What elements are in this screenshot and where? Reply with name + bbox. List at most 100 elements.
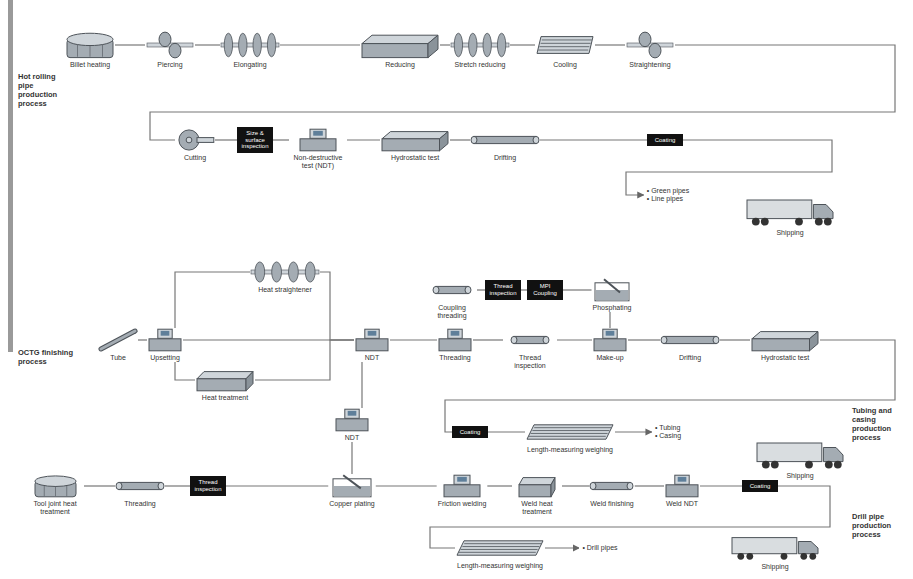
process-step: Shipping bbox=[730, 535, 820, 571]
process-step: Tool joint heat treatment bbox=[26, 474, 84, 516]
flow-line bbox=[563, 289, 592, 290]
process-step: Elongating bbox=[220, 31, 280, 69]
tube-illustration bbox=[98, 328, 138, 352]
roll-illustration bbox=[625, 31, 675, 59]
step-label: Non-destructive test (NDT) bbox=[289, 154, 347, 170]
inspection-box: Thread inspection bbox=[190, 476, 226, 495]
process-step: Phosphating bbox=[592, 278, 633, 312]
step-label: Heat treatment bbox=[201, 394, 249, 402]
step-label: Weld finishing bbox=[589, 500, 634, 508]
process-step: Straightening bbox=[625, 31, 675, 69]
process-step: Billet heating bbox=[65, 31, 115, 69]
process-step: Hydrostatic test bbox=[380, 128, 450, 162]
pipe-illustration bbox=[589, 474, 634, 498]
process-step: Weld NDT bbox=[664, 474, 700, 508]
block-illustration bbox=[380, 128, 450, 152]
flow-line bbox=[273, 139, 289, 140]
machine-illustration bbox=[334, 408, 370, 432]
process-step: Thread inspection bbox=[503, 328, 557, 370]
step-label: Shipping bbox=[760, 563, 789, 571]
step-label: Coating bbox=[749, 483, 772, 490]
flow-line bbox=[545, 547, 579, 548]
tank-illustration bbox=[592, 278, 632, 302]
flow-line bbox=[175, 362, 195, 380]
step-label: Make-up bbox=[595, 354, 624, 362]
step-label: • Green pipes bbox=[646, 187, 691, 195]
rack-illustration bbox=[455, 536, 545, 560]
step-label: Coating bbox=[654, 137, 677, 144]
inspection-box: MPI Coupling bbox=[527, 280, 563, 299]
flow-line bbox=[510, 44, 535, 45]
machine-illustration bbox=[298, 128, 338, 152]
flow-line bbox=[351, 442, 352, 474]
block-illustration bbox=[750, 328, 820, 352]
step-label: Coupling threading bbox=[427, 304, 477, 320]
process-step: NDT bbox=[354, 328, 390, 362]
rack-illustration bbox=[525, 420, 615, 444]
flow-line bbox=[626, 140, 832, 195]
flow-line bbox=[115, 44, 145, 45]
inspection-box: Coating bbox=[452, 426, 488, 439]
step-label: Shipping bbox=[785, 472, 814, 480]
rack-illustration bbox=[535, 31, 595, 59]
step-label: Piercing bbox=[156, 61, 183, 69]
flow-line bbox=[84, 485, 115, 486]
step-label: • Casing bbox=[654, 432, 682, 440]
process-step: Threading bbox=[115, 474, 165, 508]
step-label: Shipping bbox=[775, 229, 804, 237]
truck-illustration bbox=[745, 197, 835, 227]
flow-line bbox=[280, 44, 360, 45]
flow-line bbox=[320, 272, 354, 340]
process-step: Heat straightener bbox=[250, 260, 320, 294]
process-step: Piercing bbox=[145, 31, 195, 69]
flow-line bbox=[557, 339, 592, 340]
flow-line bbox=[488, 431, 525, 432]
flow-line bbox=[700, 485, 742, 486]
flow-line bbox=[445, 340, 895, 432]
step-label: Cooling bbox=[552, 61, 578, 69]
pipe-illustration bbox=[115, 474, 165, 498]
block-illustration bbox=[195, 368, 255, 392]
furnace-illustration bbox=[65, 31, 115, 59]
section-label: OCTG finishing process bbox=[18, 348, 80, 366]
process-step: Make-up bbox=[592, 328, 628, 362]
step-label: Elongating bbox=[232, 61, 267, 69]
flow-line bbox=[595, 44, 625, 45]
step-label: Reducing bbox=[384, 61, 416, 69]
machine-illustration bbox=[354, 328, 390, 352]
rolls-illustration bbox=[250, 260, 320, 284]
step-label: • Line pipes bbox=[646, 195, 684, 203]
flow-line bbox=[175, 272, 250, 328]
step-label: NDT bbox=[364, 354, 380, 362]
flow-line bbox=[615, 431, 652, 432]
flow-line bbox=[361, 362, 362, 408]
process-step: Shipping bbox=[755, 440, 845, 480]
step-label: Hydrostatic test bbox=[390, 154, 440, 162]
flow-line bbox=[609, 312, 610, 328]
product-list: • Tubing• Casing bbox=[652, 423, 684, 441]
machine-illustration bbox=[664, 474, 700, 498]
step-label: Drifting bbox=[678, 354, 702, 362]
step-label: Thread inspection bbox=[192, 479, 224, 492]
machine-illustration bbox=[147, 328, 183, 352]
step-label: Size & surface inspection bbox=[239, 130, 271, 150]
process-step: Tube bbox=[98, 328, 138, 362]
flow-line bbox=[487, 485, 512, 486]
flow-line bbox=[376, 485, 437, 486]
product-list: • Green pipes• Line pipes bbox=[644, 186, 693, 204]
flow-line bbox=[215, 139, 237, 140]
step-label: Threading bbox=[438, 354, 472, 362]
step-label: Hydrostatic test bbox=[760, 354, 810, 362]
process-step: Weld heat treatment bbox=[512, 474, 562, 516]
process-step: Hydrostatic test bbox=[750, 328, 820, 362]
step-label: Upsetting bbox=[149, 354, 181, 362]
step-label: Thread inspection bbox=[503, 354, 557, 370]
flow-line bbox=[473, 339, 503, 340]
process-step: Cooling bbox=[535, 31, 595, 69]
flow-line bbox=[150, 45, 895, 140]
process-step: Copper plating bbox=[328, 474, 376, 508]
pipe-illustration bbox=[510, 328, 550, 352]
rolls-illustration bbox=[220, 31, 280, 59]
process-step: Cutting bbox=[175, 128, 215, 162]
step-label: Stretch reducing bbox=[454, 61, 507, 69]
